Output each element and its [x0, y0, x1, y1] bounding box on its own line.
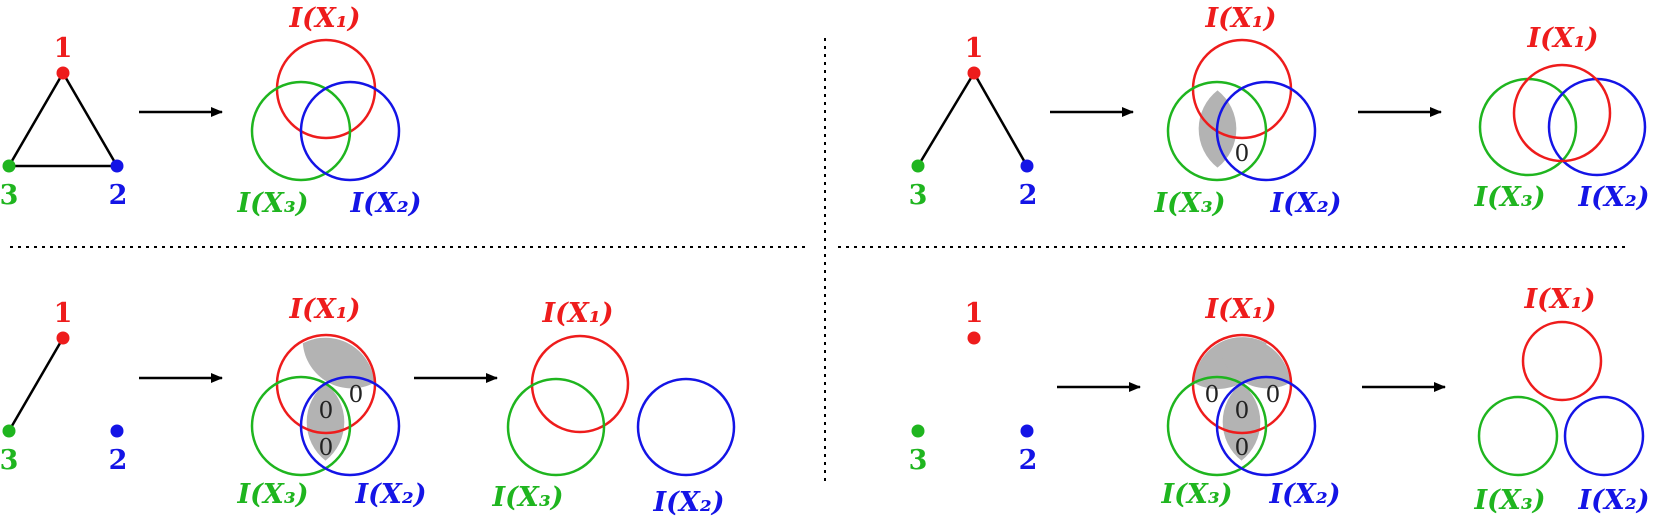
zero-x1-x2: 0 [349, 382, 364, 408]
set-label-x1: I(X₁) [289, 3, 361, 34]
vertex-1 [967, 66, 981, 80]
set-x3-circle [1166, 375, 1268, 477]
vertex-2 [1020, 159, 1034, 173]
vertex-label-1: 1 [54, 298, 73, 329]
vertex-label-2: 2 [109, 180, 128, 211]
vertex-3 [911, 159, 925, 173]
set-label-x2: I(X₂) [653, 487, 725, 518]
set-label-x1: I(X₁) [1527, 23, 1599, 54]
set-x2-circle [299, 80, 401, 182]
zero-x2-x3: 0 [1235, 141, 1250, 167]
vertex-1 [56, 66, 70, 80]
zero-x1-x2-x3: 0 [1235, 398, 1250, 424]
set-x2-circle [636, 377, 736, 477]
edge-1-3 [7, 72, 65, 167]
set-x3-circle [506, 377, 606, 477]
vertex-2 [1020, 424, 1034, 438]
edge-1-2 [61, 72, 119, 167]
set-label-x2: I(X₂) [355, 479, 427, 510]
vertex-label-3: 3 [0, 445, 18, 476]
venn-split: I(X₁) I(X₃) I(X₂) [1474, 23, 1650, 213]
venn-full: I(X₁) I(X₃) I(X₂) [237, 3, 422, 219]
vertex-3 [2, 424, 16, 438]
set-label-x1: I(X₁) [1205, 3, 1277, 34]
vertex-label-2: 2 [109, 445, 128, 476]
set-label-x3: I(X₃) [492, 482, 564, 513]
shaded-region-x1-x2 [1218, 337, 1291, 389]
set-label-x2: I(X₂) [1578, 485, 1650, 516]
set-label-x3: I(X₃) [1474, 182, 1546, 213]
vertex-label-2: 2 [1019, 445, 1038, 476]
set-label-x2: I(X₂) [350, 188, 422, 219]
shaded-region-x2-x3 [306, 383, 345, 461]
vertex-1 [56, 331, 70, 345]
set-x3-circle [250, 375, 352, 477]
venn-separate: I(X₁) I(X₃) I(X₂) [492, 298, 736, 518]
set-label-x2: I(X₂) [1270, 188, 1342, 219]
vertex-3 [2, 159, 16, 173]
vertex-2 [110, 159, 124, 173]
set-x2-circle [1563, 395, 1645, 477]
set-x2-circle [1215, 375, 1317, 477]
set-label-x3: I(X₃) [1154, 188, 1226, 219]
set-label-x1: I(X₁) [1205, 294, 1277, 325]
venn-zero-all: 0 0 0 0 I(X₁) I(X₃) I(X₂) [1161, 294, 1341, 510]
zero-x1-x2: 0 [1266, 382, 1281, 408]
set-x1-circle [1512, 63, 1612, 163]
set-label-x2: I(X₂) [1578, 182, 1650, 213]
panel-empty: 1 2 3 0 0 0 0 I(X₁) I(X₃) I(X₂) [909, 284, 1650, 516]
zero-x2-x3: 0 [1235, 435, 1250, 461]
vertex-1 [967, 331, 981, 345]
set-label-x1: I(X₁) [542, 298, 614, 329]
set-label-x1: I(X₁) [1524, 284, 1596, 315]
panel-single-edge: 1 2 3 0 0 0 I(X₁) I(X₃) I(X₂) I(X₁) I(X₃ [0, 294, 736, 518]
vertex-label-3: 3 [909, 445, 928, 476]
edge-1-3 [916, 72, 976, 167]
graph-path: 1 2 3 [909, 33, 1038, 211]
vertex-label-1: 1 [965, 298, 984, 329]
shaded-region-x2-x3 [1222, 383, 1261, 461]
vertex-label-1: 1 [54, 33, 73, 64]
set-x2-circle [299, 375, 401, 477]
edge-1-2 [972, 72, 1029, 167]
zero-x2-x3: 0 [319, 435, 334, 461]
set-label-x1: I(X₁) [289, 294, 361, 325]
set-label-x3: I(X₃) [1474, 485, 1546, 516]
graph-triangle: 1 2 3 [0, 33, 127, 211]
set-label-x2: I(X₂) [1269, 479, 1341, 510]
vertex-label-3: 3 [909, 180, 928, 211]
zero-x1-x3: 0 [1205, 382, 1220, 408]
vertex-label-3: 3 [0, 180, 18, 211]
venn-disjoint: I(X₁) I(X₃) I(X₂) [1474, 284, 1650, 516]
graph-empty: 1 2 3 [909, 298, 1038, 476]
venn-zero-23: 0 I(X₁) I(X₃) I(X₂) [1154, 3, 1342, 219]
vertex-2 [110, 424, 124, 438]
panel-triangle: 1 2 3 I(X₁) I(X₃) I(X₂) [0, 3, 421, 219]
set-x1-circle [1521, 320, 1603, 402]
vertex-label-1: 1 [965, 33, 984, 64]
panel-path: 1 2 3 0 I(X₁) I(X₃) I(X₂) I(X₁) I(X₃) I(… [909, 3, 1650, 219]
set-label-x3: I(X₃) [237, 479, 309, 510]
set-x3-circle [1166, 80, 1268, 182]
vertex-label-2: 2 [1019, 180, 1038, 211]
set-x2-circle [1215, 80, 1317, 182]
set-x3-circle [1477, 395, 1559, 477]
edge-1-3 [7, 337, 65, 432]
set-label-x3: I(X₃) [237, 188, 309, 219]
set-x3-circle [250, 80, 352, 182]
shaded-region-x1-x2 [302, 337, 375, 389]
venn-zero-pairs: 0 0 0 I(X₁) I(X₃) I(X₂) [237, 294, 427, 510]
set-label-x3: I(X₃) [1161, 479, 1233, 510]
zero-x1-x2-x3: 0 [319, 398, 334, 424]
vertex-3 [911, 424, 925, 438]
graph-single-edge: 1 2 3 [0, 298, 127, 476]
